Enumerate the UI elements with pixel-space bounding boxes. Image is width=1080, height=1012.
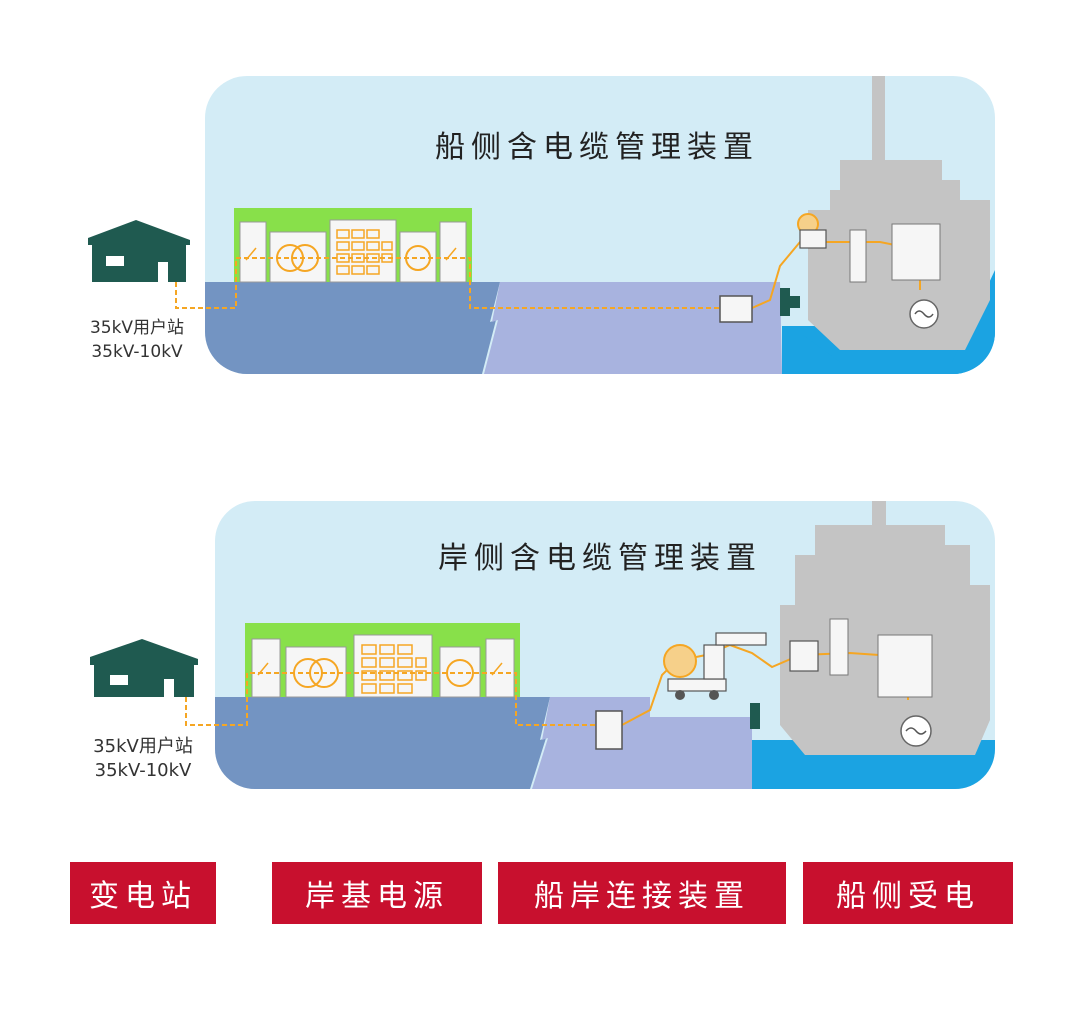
power-cable	[175, 257, 720, 309]
switch-icon	[257, 662, 503, 676]
shore-land	[205, 282, 500, 374]
shore-connection-box	[595, 710, 623, 750]
cable-truck-icon	[663, 632, 767, 700]
panel-shore-side-cable: 岸侧含电缆管理装置 35kV用户站 35kV-10kV	[0, 495, 1080, 815]
station-label: 35kV用户站 35kV-10kV	[72, 316, 202, 364]
legend-ship-power-receiving: 船侧受电	[803, 862, 1013, 924]
station-ratio-label: 35kV-10kV	[91, 342, 183, 362]
switch-icon	[245, 247, 457, 261]
ship-panel	[891, 223, 941, 281]
station-voltage-label: 35kV用户站	[89, 318, 185, 338]
station-label: 35kV用户站 35kV-10kV	[78, 735, 208, 783]
panel-ship-side-cable: 船侧含电缆管理装置 35kV用户站 35kV-10kV	[0, 70, 1080, 390]
station-ratio-label: 35kV-10kV	[94, 760, 192, 781]
panel-title: 岸侧含电缆管理装置	[438, 541, 762, 576]
ship-side-cable-diagram	[88, 76, 995, 374]
ship-panel	[877, 634, 933, 698]
station-voltage-label: 35kV用户站	[93, 736, 193, 757]
ship-switchgear	[849, 229, 867, 283]
dock-area	[532, 697, 752, 789]
legend-shore-power-source: 岸基电源	[272, 862, 482, 924]
converter-cells	[361, 644, 427, 694]
power-cable	[185, 672, 596, 726]
legend-substation: 变电站	[70, 862, 216, 924]
house-icon	[88, 220, 190, 282]
legend-ship-shore-connection: 船岸连接装置	[498, 862, 786, 924]
cable-reel-icon	[797, 213, 827, 249]
shore-land	[215, 697, 550, 789]
bollard	[780, 288, 790, 316]
dock-area	[484, 282, 782, 374]
generator-icon	[900, 715, 932, 747]
ship-connection-box	[789, 640, 819, 672]
shore-side-cable-diagram	[90, 501, 995, 789]
ship-switchgear	[829, 618, 849, 676]
bollard	[750, 703, 760, 729]
house-icon	[90, 639, 198, 697]
shore-connection-box	[719, 295, 753, 323]
panel-title: 船侧含电缆管理装置	[435, 130, 759, 165]
generator-icon	[909, 299, 939, 329]
